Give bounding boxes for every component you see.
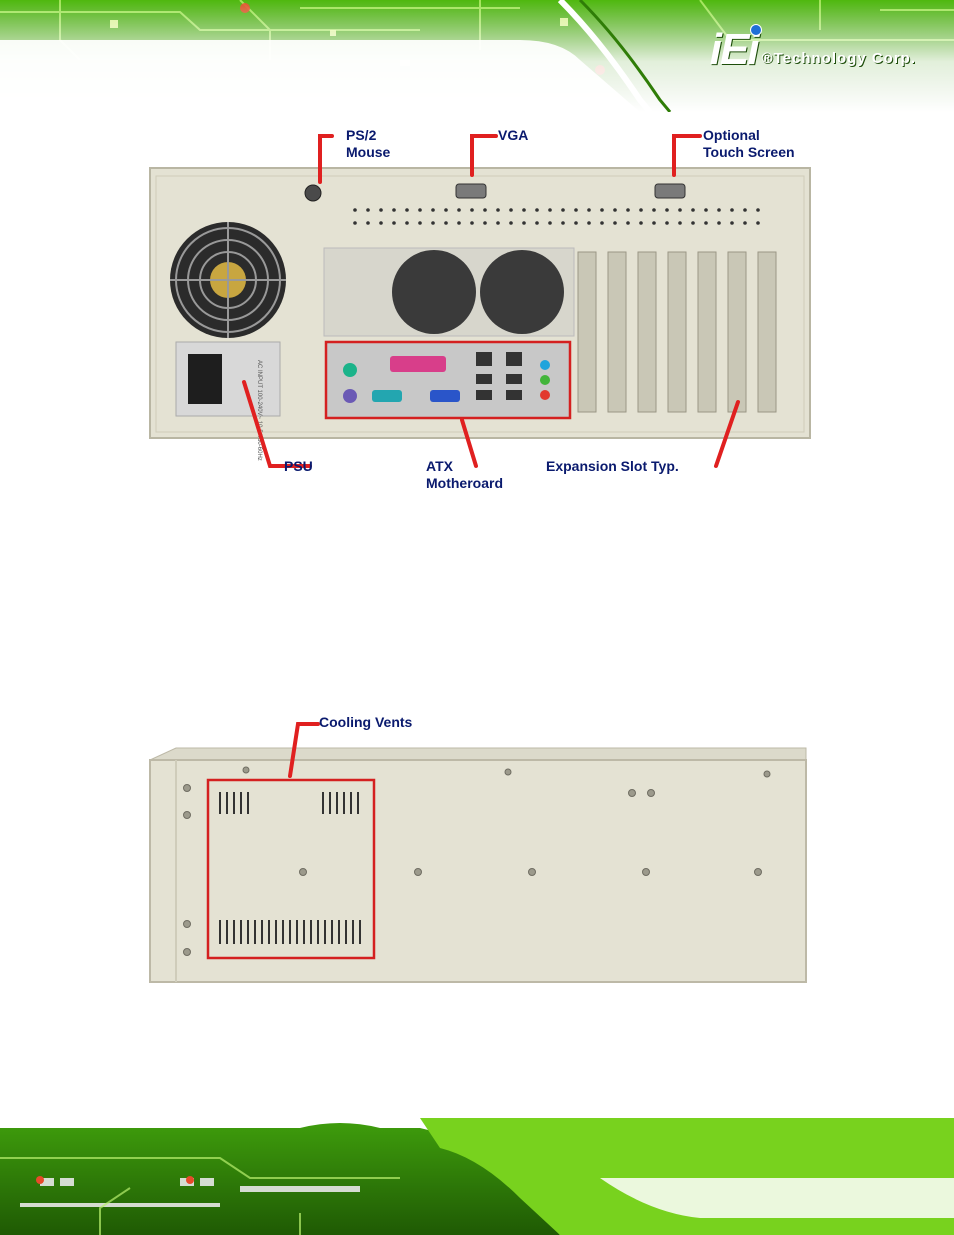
psu-label: AC INPUT 100-240V~ 10-5A 50-60Hz — [256, 360, 262, 461]
rear-panel-figure: AC INPUT 100-240V~ 10-5A 50-60Hz — [140, 120, 820, 500]
side-panel-figure: Cooling Vents — [140, 712, 820, 992]
bottom-banner — [0, 1118, 954, 1235]
side-panel-illustration — [140, 712, 820, 992]
rear-panel-illustration: AC INPUT 100-240V~ 10-5A 50-60Hz — [140, 120, 820, 500]
callout-psu: PSU — [284, 458, 313, 475]
top-banner: iEi ®Technology Corp. — [0, 0, 954, 112]
callout-touch-screen: Optional Touch Screen — [703, 127, 795, 161]
callout-atx: ATX Motheroard — [426, 458, 503, 492]
company-logo: iEi ®Technology Corp. — [710, 30, 916, 70]
logo-mark: iEi — [710, 30, 758, 70]
circuit-board-banner-bottom — [0, 1118, 954, 1235]
logo-text: ®Technology Corp. — [762, 50, 916, 67]
callout-vga: VGA — [498, 127, 528, 144]
callout-expansion-slot: Expansion Slot Typ. — [546, 458, 679, 475]
callout-ps2-mouse: PS/2 Mouse — [346, 127, 390, 161]
logo-dot-icon — [750, 24, 762, 36]
callout-cooling-vents: Cooling Vents — [319, 714, 412, 731]
